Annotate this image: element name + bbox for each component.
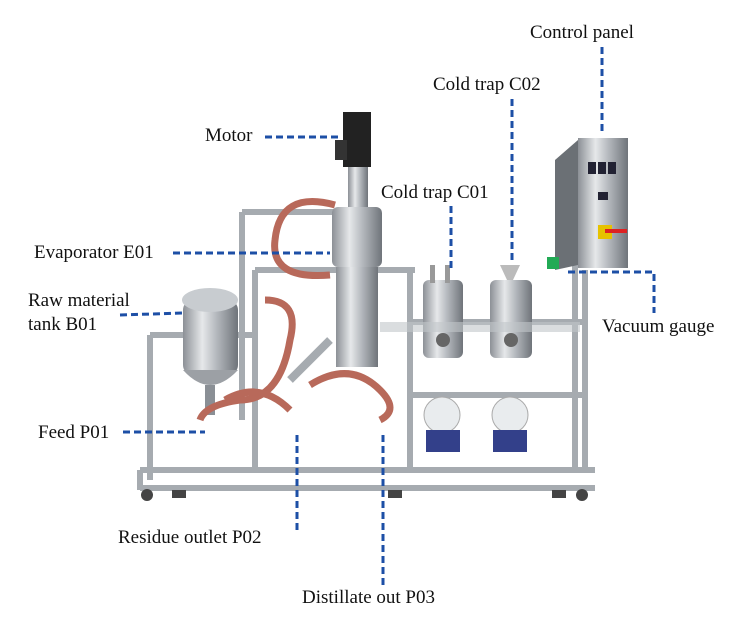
label-raw-material-line2: tank B01 — [28, 314, 98, 335]
cold-trap-c02 — [380, 265, 580, 358]
leader-raw-material — [119, 311, 184, 317]
label-feed: Feed P01 — [38, 422, 110, 443]
label-residue-outlet: Residue outlet P02 — [118, 527, 262, 548]
label-evaporator: Evaporator E01 — [34, 242, 154, 263]
label-cold-trap-c02: Cold trap C02 — [433, 74, 541, 95]
label-control-panel: Control panel — [530, 22, 634, 43]
control-panel — [547, 138, 628, 270]
leader-lines — [119, 47, 656, 585]
label-raw-material-line1: Raw material — [28, 290, 130, 311]
evaporator — [287, 207, 382, 383]
raw-material-tank — [182, 288, 238, 415]
hoses — [196, 198, 394, 424]
label-distillate-out: Distillate out P03 — [302, 587, 435, 608]
casters — [141, 489, 588, 501]
cold-trap-c01 — [423, 265, 463, 358]
label-vacuum-gauge: Vacuum gauge — [602, 316, 715, 337]
motor — [335, 112, 371, 207]
label-cold-trap-c01: Cold trap C01 — [381, 182, 489, 203]
receiving-flasks — [423, 396, 529, 452]
label-motor: Motor — [205, 125, 253, 146]
leader-vacuum-gauge — [568, 270, 656, 313]
